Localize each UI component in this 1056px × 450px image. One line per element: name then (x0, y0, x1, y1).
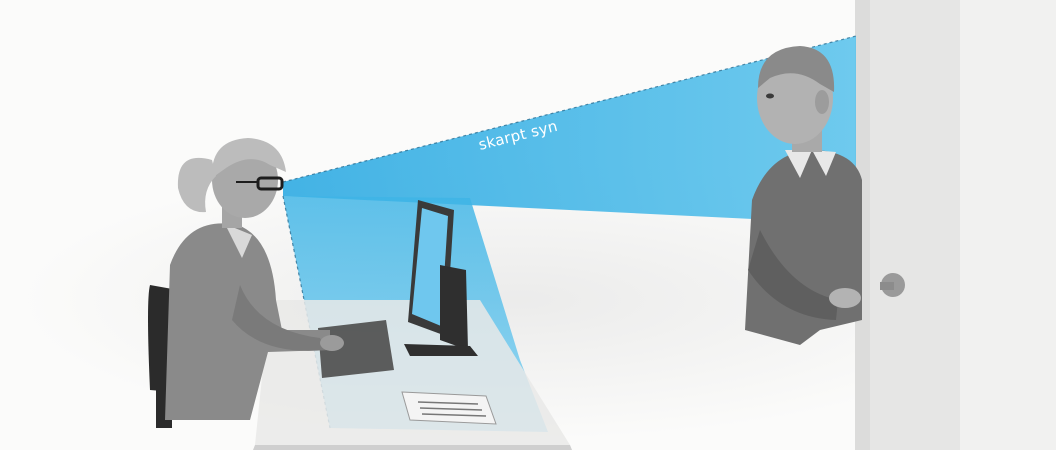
paper-document (402, 392, 496, 424)
door (855, 0, 1056, 450)
